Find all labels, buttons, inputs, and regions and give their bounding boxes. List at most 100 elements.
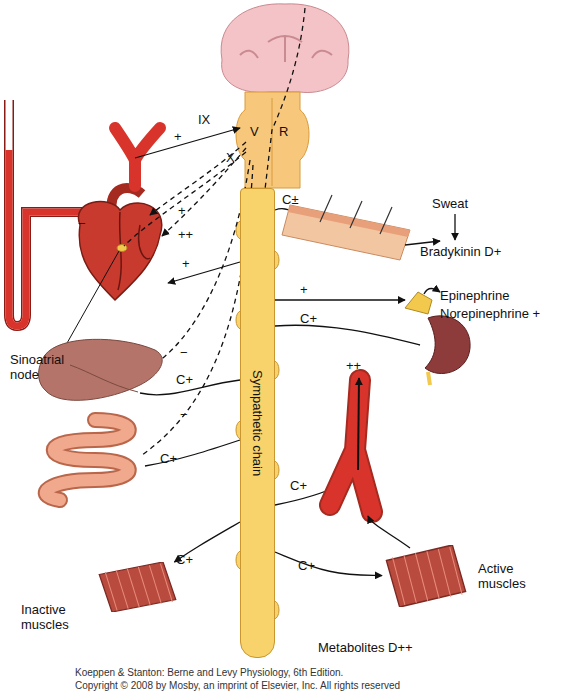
node-label: Inactive muscles <box>21 602 93 632</box>
node-label: Active muscles <box>478 561 548 591</box>
text-label: R <box>279 124 288 139</box>
vagal-fibers <box>124 152 246 246</box>
muscle-shape <box>99 562 176 612</box>
nerve-connector <box>275 552 382 576</box>
text-label: C+ <box>290 478 307 493</box>
active-muscle: Active muscles <box>382 545 470 607</box>
node-label: Sympathetic chain <box>250 370 265 476</box>
brain <box>221 4 349 93</box>
artery <box>330 380 372 512</box>
intestine <box>46 420 129 500</box>
heart <box>117 245 127 252</box>
text-label: Bradykinin D+ <box>420 244 501 259</box>
intestine <box>46 420 129 500</box>
muscle-fiber <box>149 565 161 603</box>
skin <box>454 214 455 240</box>
muscle-shape <box>382 545 470 607</box>
skin <box>320 195 392 234</box>
central-pathway <box>262 8 305 215</box>
vagal-fibers <box>142 165 253 455</box>
muscle-fiber <box>160 564 172 602</box>
text-label: ++ <box>346 358 361 373</box>
text-label: C+ <box>300 311 317 326</box>
muscle-fiber <box>393 557 405 605</box>
liver <box>70 365 138 392</box>
text-label: C+ <box>160 451 177 466</box>
text-label: + <box>178 203 186 218</box>
muscle-fiber <box>415 553 427 601</box>
text-label: V <box>250 124 259 139</box>
liver <box>39 339 163 400</box>
text-label: X <box>226 150 235 165</box>
skin <box>282 205 410 260</box>
central-pathway <box>262 8 305 215</box>
brainstem <box>272 98 273 186</box>
heart <box>78 202 161 300</box>
artery <box>330 380 372 512</box>
muscle-fiber <box>116 570 128 608</box>
edge-label: C+ <box>176 552 193 567</box>
sympathetic-chain: Sympathetic chain <box>240 188 275 658</box>
skin <box>288 205 410 237</box>
kidney-adrenal <box>425 316 470 374</box>
muscle-fiber <box>138 567 150 605</box>
muscle-fiber <box>127 569 139 607</box>
text-label: + <box>174 129 182 144</box>
sympathetic-fibers <box>275 299 405 300</box>
heart <box>78 188 161 300</box>
brainstem <box>236 92 309 188</box>
liver <box>39 339 163 400</box>
manometer <box>9 100 82 326</box>
text-label: − <box>180 345 188 360</box>
muscle-fiber <box>404 555 416 603</box>
manometer <box>9 100 82 326</box>
text-label: − <box>180 407 188 422</box>
text-label: + <box>182 256 190 271</box>
heart <box>118 212 150 290</box>
kidney-adrenal <box>424 289 440 295</box>
credit-line: Koeppen & Stanton: Berne and Levy Physio… <box>75 667 343 679</box>
muscle-shape <box>386 545 465 607</box>
sympathetic-fibers <box>275 325 420 345</box>
muscle-fiber <box>105 572 117 610</box>
inactive-muscle: Inactive muscles <box>95 562 180 612</box>
vagal-fibers <box>124 142 253 455</box>
muscle-fiber <box>450 547 462 595</box>
sinoatrial-leader <box>62 251 119 352</box>
brainstem <box>236 92 309 188</box>
text-label: Norepinephrine + <box>440 306 540 321</box>
muscle-fiber <box>438 549 450 597</box>
brain <box>240 36 332 62</box>
sympathetic-fibers <box>145 440 240 466</box>
carotid-sinus <box>135 128 240 158</box>
text-label: Sinoatrial node <box>10 352 82 382</box>
manometer <box>9 150 82 326</box>
intestine <box>46 420 129 500</box>
manometer <box>9 100 82 326</box>
text-label: + <box>300 282 308 297</box>
text-label: Metabolites D++ <box>318 640 413 655</box>
text-label: Epinephrine <box>440 288 509 303</box>
text-label: ++ <box>178 227 193 242</box>
text-label: Sweat <box>432 196 468 211</box>
text-label: − <box>78 216 86 231</box>
credit-line: Copyright © 2008 by Mosby, an imprint of… <box>75 680 400 692</box>
edge-label: C+ <box>298 558 315 573</box>
artery <box>330 378 410 548</box>
artery <box>358 378 359 470</box>
artery <box>368 516 410 548</box>
sympathetic-fibers <box>168 262 240 283</box>
text-label: C+ <box>176 372 193 387</box>
brain <box>221 4 349 93</box>
text-label: C± <box>282 192 299 207</box>
vagal-fibers <box>162 148 246 236</box>
vagal-fibers <box>158 160 250 362</box>
text-label: IX <box>198 112 210 127</box>
sinoatrial-leader <box>62 251 119 352</box>
muscle-fiber <box>427 551 439 599</box>
kidney-adrenal <box>405 292 432 314</box>
vagal-fibers <box>150 142 246 215</box>
